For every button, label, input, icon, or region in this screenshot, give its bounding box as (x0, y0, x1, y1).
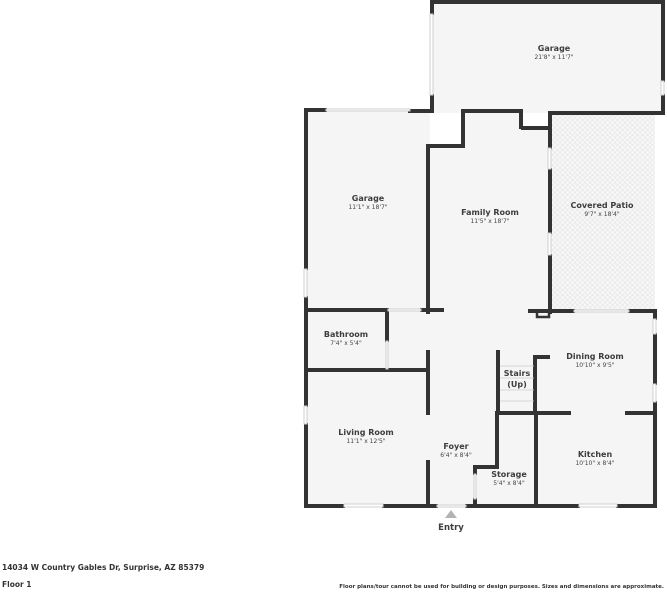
room-label-garage-top: Garage 21'8" x 11'7" (534, 44, 573, 62)
room-dims: 9'7" x 18'4" (584, 211, 620, 218)
stair-treads (500, 365, 534, 402)
room-label-foyer: Foyer 6'4" x 8'4" (440, 442, 471, 460)
room-dims: 7'4" x 5'4" (330, 340, 362, 347)
room-dims: 10'10" x 8'4" (575, 460, 615, 467)
entry-arrow-icon (445, 510, 457, 518)
disclaimer-text: Floor plans/tour cannot be used for buil… (339, 584, 664, 590)
room-name: Kitchen (577, 450, 613, 459)
floor-fills (306, 3, 663, 506)
room-name: Family Room (461, 208, 519, 217)
room-label-living-room: Living Room 11'1" x 12'5" (338, 428, 394, 446)
room-label-garage-left: Garage 11'1" x 18'7" (348, 194, 387, 212)
room-label-storage: Storage 5'4" x 8'4" (491, 470, 527, 488)
room-name: Dining Room (566, 352, 624, 361)
room-name: Garage (351, 194, 385, 203)
room-dims: 6'4" x 8'4" (440, 452, 472, 459)
floor-label: Floor 1 (2, 580, 32, 589)
entry-label: Entry (438, 523, 464, 533)
room-name: Covered Patio (570, 201, 634, 210)
room-name: Storage (491, 470, 527, 479)
room-label-bathroom: Bathroom 7'4" x 5'4" (324, 330, 368, 348)
room-dims: 11'5" x 18'7" (470, 218, 510, 225)
room-label-covered-patio: Covered Patio 9'7" x 18'4" (571, 201, 634, 219)
room-dims: 10'10" x 9'5" (575, 362, 615, 369)
room-dims: 5'4" x 8'4" (493, 480, 525, 487)
windows (303, 13, 665, 508)
room-label-family-room: Family Room 11'5" x 18'7" (461, 208, 519, 226)
property-address: 14034 W Country Gables Dr, Surprise, AZ … (2, 563, 205, 572)
room-name: Stairs (Up) (503, 369, 531, 389)
room-dims: 21'8" x 11'7" (534, 54, 574, 61)
room-label-kitchen: Kitchen 10'10" x 8'4" (575, 450, 614, 468)
room-name: Garage (537, 44, 571, 53)
room-name: Bathroom (323, 330, 369, 339)
room-name: Living Room (338, 428, 394, 437)
room-name: Foyer (443, 442, 469, 451)
room-dims: 11'1" x 12'5" (346, 438, 386, 445)
room-label-dining-room: Dining Room 10'10" x 9'5" (566, 352, 624, 370)
walls (304, 0, 665, 508)
room-dims: 11'1" x 18'7" (348, 204, 388, 211)
room-label-stairs: Stairs (Up) (502, 368, 532, 390)
